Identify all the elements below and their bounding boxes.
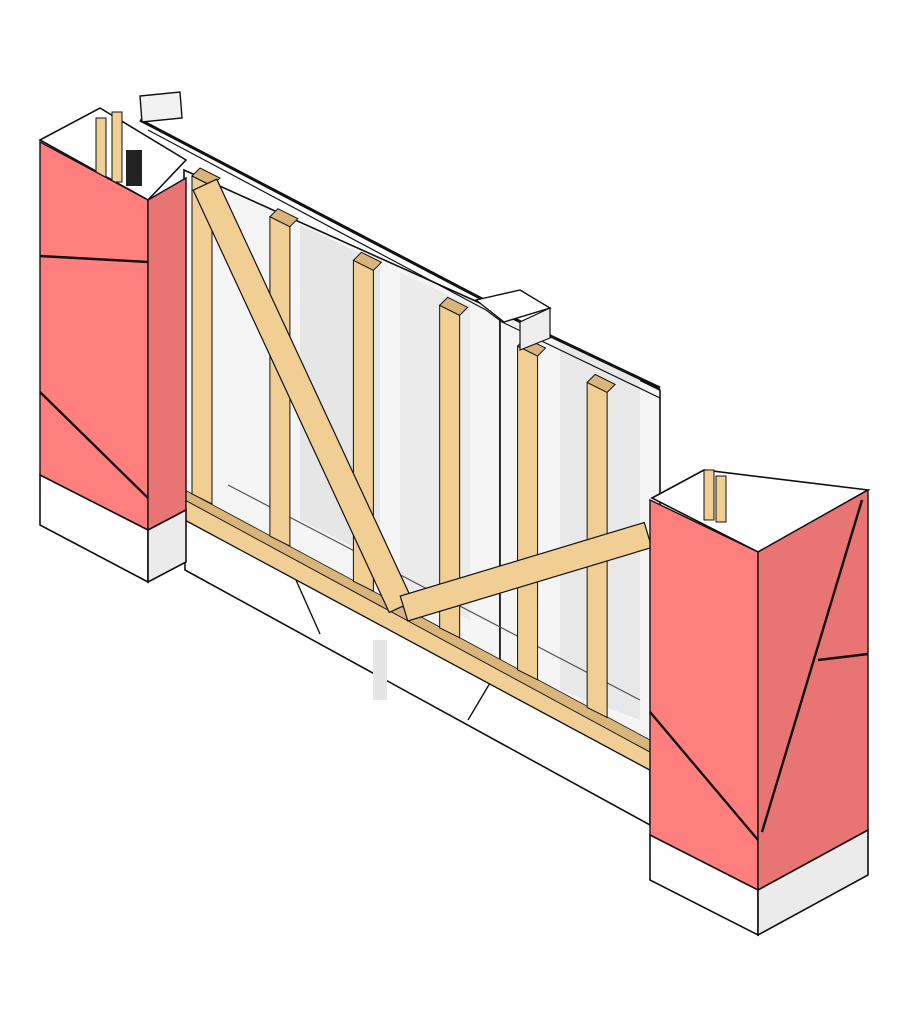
right-joint-3: [817, 652, 869, 662]
right-column-inner-stud: [703, 469, 715, 521]
left-joint-2: [39, 391, 149, 499]
foundation-right-side: [757, 828, 869, 937]
foundation-joint-2: [467, 682, 491, 721]
cladding-column-right: [649, 469, 871, 937]
middle-cap-side: [519, 307, 551, 351]
top-edge-line-inner: [147, 129, 661, 399]
left-column-cap-block: [139, 91, 183, 123]
foundation-joint-1: [295, 579, 321, 635]
right-joint-1: [649, 711, 759, 841]
left-column-front: [39, 140, 149, 532]
left-column-insulation: [126, 150, 142, 186]
stud-top: [269, 208, 299, 228]
foundation-left-side: [147, 508, 187, 584]
left-column-side: [147, 176, 187, 532]
right-column-inner-stud-2: [715, 475, 727, 523]
diagonal-brace: [192, 178, 414, 614]
right-column-side: [757, 488, 869, 892]
right-joint-2: [760, 499, 864, 833]
left-column-inner-stud-2: [111, 111, 123, 183]
right-column-front: [649, 498, 759, 892]
stud-top: [586, 373, 616, 393]
stud: [517, 345, 539, 681]
column-cap-middle: [474, 289, 552, 351]
left-column-inner-stud: [95, 117, 107, 181]
stud-top: [438, 296, 469, 316]
left-joint-1: [39, 254, 149, 264]
cladding-column-left: [38, 91, 188, 584]
studs: [191, 167, 616, 719]
stud-top: [352, 251, 383, 271]
